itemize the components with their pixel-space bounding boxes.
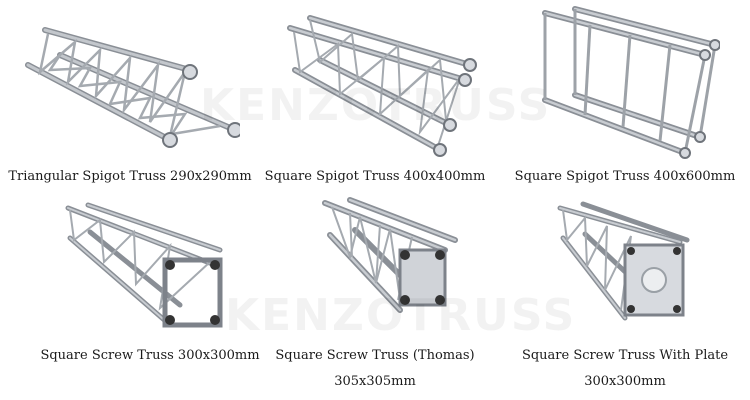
- product-square-screw-thomas: Square Screw Truss (Thomas) 305x305mm: [250, 195, 500, 400]
- product-caption: Square Screw Truss With Plate: [521, 348, 729, 363]
- truss-image-screw-300: [65, 202, 223, 328]
- product-caption: Square Screw Truss (Thomas): [275, 348, 475, 363]
- product-square-spigot-400x400: Square Spigot Truss 400x400mm: [250, 0, 500, 200]
- product-caption-size: 305x305mm: [334, 374, 416, 389]
- product-caption: Triangular Spigot Truss 290x290mm: [8, 169, 252, 184]
- product-square-screw-plate: Square Screw Truss With Plate 300x300mm: [500, 195, 750, 400]
- product-caption: Square Spigot Truss 400x400mm: [264, 169, 486, 184]
- product-square-screw-300: Square Screw Truss 300x300mm: [0, 195, 260, 400]
- truss-image-screw-plate: [557, 201, 690, 321]
- truss-image-triangular: [25, 27, 240, 148]
- product-square-spigot-400x600: Square Spigot Truss 400x600mm: [500, 0, 750, 200]
- truss-image-screw-thomas: [322, 197, 458, 313]
- product-triangular-spigot-290: Triangular Spigot Truss 290x290mm: [0, 0, 252, 200]
- product-caption: Square Spigot Truss 400x600mm: [514, 169, 736, 184]
- truss-image-square-400x600: [542, 6, 720, 159]
- product-caption: Square Screw Truss 300x300mm: [40, 348, 260, 363]
- product-caption-size: 300x300mm: [584, 374, 666, 389]
- truss-image-square-400x400: [287, 15, 477, 157]
